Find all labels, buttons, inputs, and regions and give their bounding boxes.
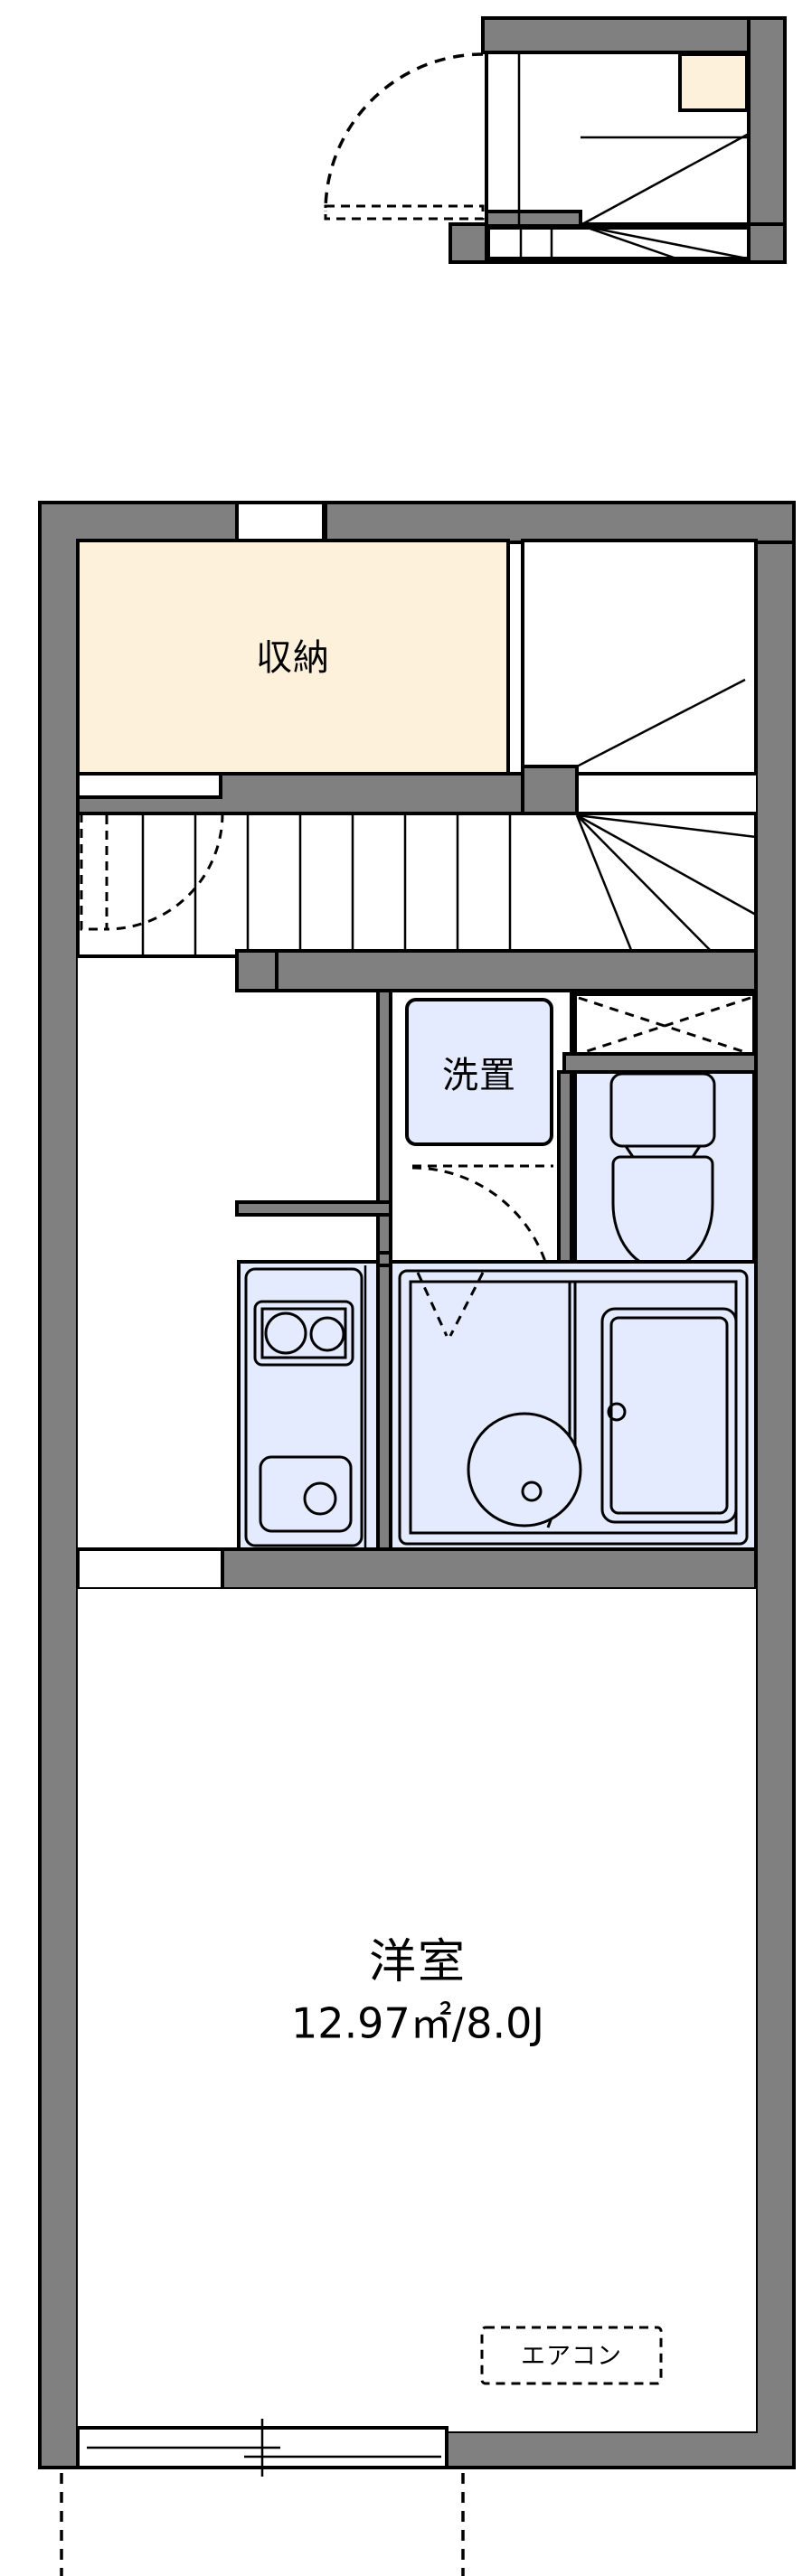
main-room-label: 洋室 bbox=[369, 1935, 467, 1989]
storage-label: 収納 bbox=[256, 637, 330, 679]
toilet-tank bbox=[609, 1072, 716, 1148]
storage-door bbox=[80, 813, 224, 931]
kitchen-area bbox=[237, 1260, 380, 1555]
air-conditioner-marker: エアコン bbox=[480, 2326, 663, 2385]
main-room: 洋室 12.97㎡/8.0J bbox=[78, 1589, 756, 2431]
stairs-lower bbox=[76, 812, 758, 958]
main-room-area-label: 12.97㎡/8.0J bbox=[291, 1999, 544, 2048]
balcony-extension-lines bbox=[60, 2473, 465, 2576]
stove-burner-large bbox=[264, 1312, 307, 1355]
toilet-bowl bbox=[611, 1155, 714, 1271]
bathtub-drain bbox=[607, 1402, 627, 1422]
entrance-door-upper-block bbox=[324, 52, 485, 221]
main-floor-block: 収納 bbox=[38, 501, 796, 2576]
round-washbasin bbox=[467, 1412, 582, 1528]
stairwell-upper-right bbox=[521, 539, 758, 776]
washbasin-drain bbox=[521, 1481, 543, 1502]
bathtub bbox=[600, 1307, 738, 1524]
balcony-sliding-window bbox=[76, 2419, 448, 2477]
stove-burner-small bbox=[309, 1316, 345, 1352]
stair-inset-top bbox=[324, 16, 787, 264]
sink-drain bbox=[303, 1481, 337, 1516]
laundry-label: 洗置 bbox=[442, 1055, 516, 1096]
unit-bath bbox=[389, 1260, 758, 1555]
storage-room: 収納 bbox=[76, 539, 510, 776]
two-burner-stove bbox=[253, 1300, 354, 1367]
washing-machine-space bbox=[405, 998, 553, 1146]
air-conditioner-label: エアコン bbox=[521, 2343, 622, 2371]
